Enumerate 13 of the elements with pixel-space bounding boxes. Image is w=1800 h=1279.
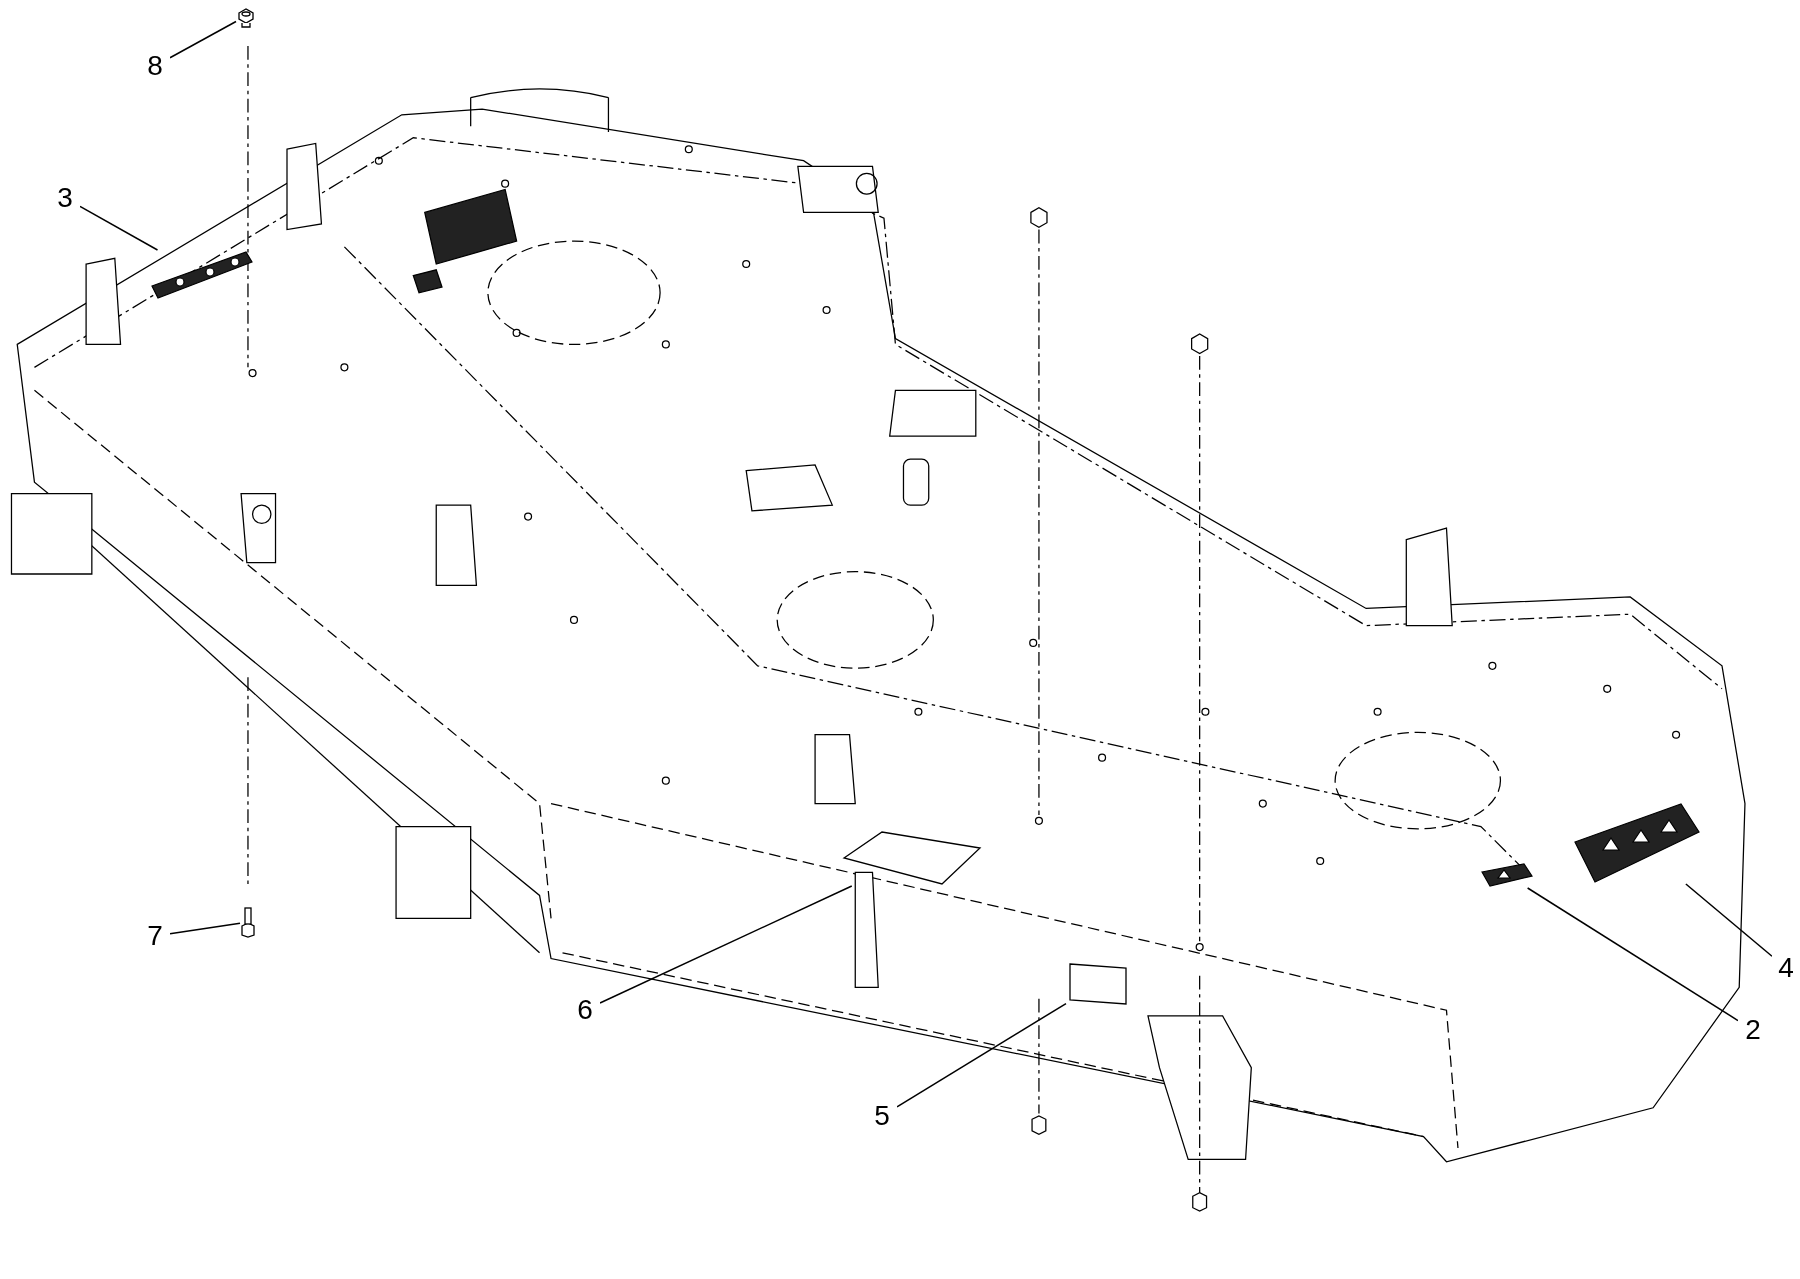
decal-drawing bbox=[1480, 862, 1534, 888]
leader-line bbox=[1685, 883, 1773, 957]
leader-line bbox=[169, 20, 237, 59]
part-drawing bbox=[1066, 962, 1130, 1006]
leader-line bbox=[599, 885, 853, 1004]
leader-line bbox=[169, 922, 241, 935]
decal-drawing bbox=[150, 250, 254, 300]
decal-drawing bbox=[1573, 802, 1701, 884]
leader-line bbox=[1526, 887, 1739, 1022]
leader-line bbox=[896, 1002, 1067, 1108]
plate-drawing bbox=[842, 830, 982, 886]
leader-line bbox=[79, 205, 159, 251]
bolt-drawing bbox=[240, 906, 256, 938]
